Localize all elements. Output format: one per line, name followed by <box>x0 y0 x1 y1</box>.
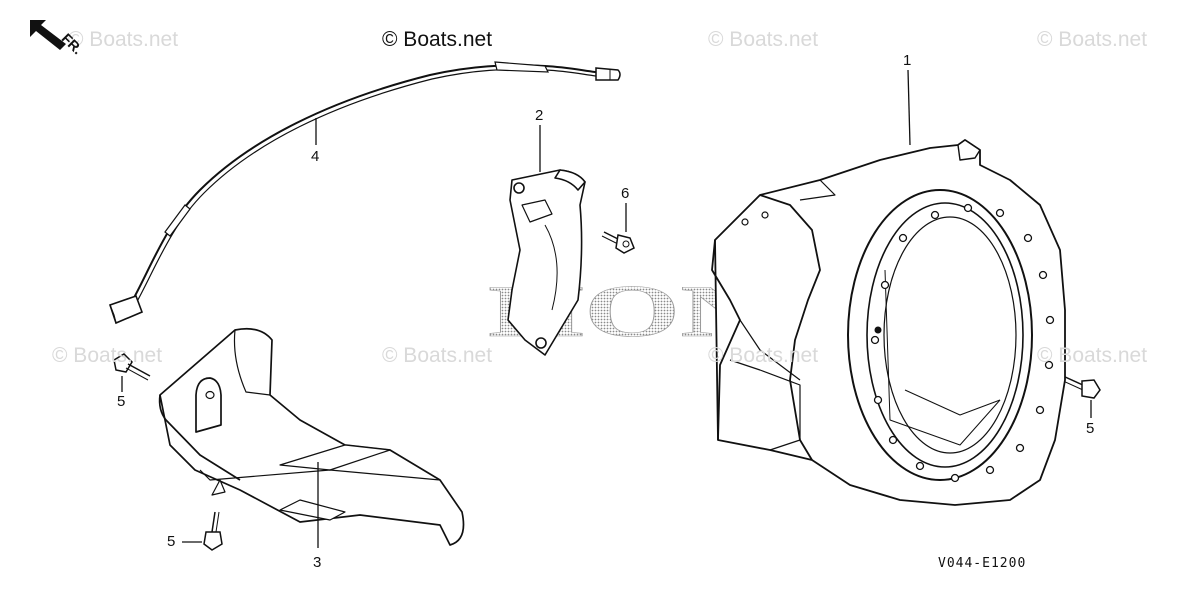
callout-6: 6 <box>621 185 630 202</box>
callout-5-right: 5 <box>1086 420 1095 437</box>
bolt-left-icon <box>113 353 151 381</box>
watermark: © Boats.net <box>1037 344 1148 367</box>
watermark: © Boats.net <box>1037 28 1148 51</box>
callout-3: 3 <box>313 554 322 571</box>
fan-cover <box>711 139 1066 506</box>
callout-4: 4 <box>311 148 320 165</box>
bolt-bottom-icon <box>203 511 223 551</box>
bolt-right-icon <box>1060 375 1101 399</box>
watermark: © Boats.net <box>382 344 493 367</box>
screw-icon <box>601 231 635 254</box>
callout-5-bottom: 5 <box>167 533 176 550</box>
watermark: © Boats.net <box>68 28 179 51</box>
callout-2: 2 <box>535 107 544 124</box>
lower-shroud <box>158 327 465 546</box>
bracket-part <box>507 169 586 356</box>
watermark: © Boats.net <box>708 28 819 51</box>
watermark: © Boats.net <box>708 344 819 367</box>
watermark-copyright: © Boats.net <box>382 28 493 51</box>
leader-lines <box>121 69 1092 548</box>
front-arrow-icon <box>30 20 66 50</box>
callout-5-left: 5 <box>117 393 126 410</box>
watermark: © Boats.net <box>52 344 163 367</box>
wire-harness <box>108 61 621 325</box>
diagram-code: V044-E1200 <box>938 556 1027 571</box>
callout-1: 1 <box>903 52 912 69</box>
